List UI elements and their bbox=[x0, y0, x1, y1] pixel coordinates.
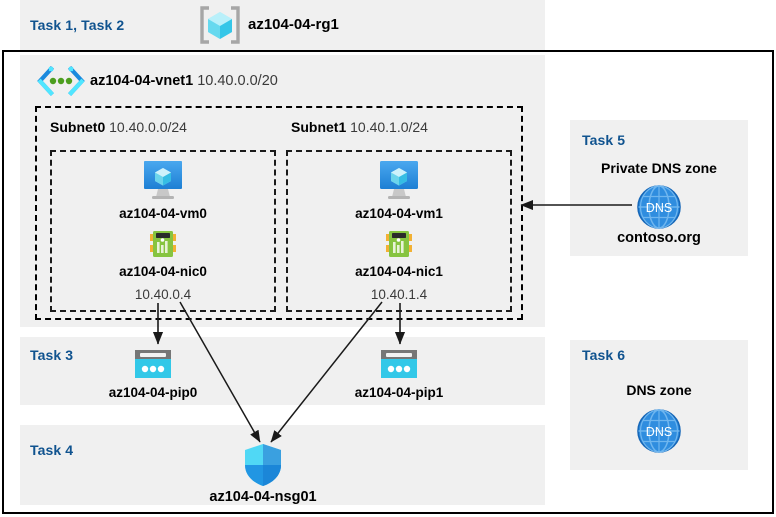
subnet1-name: Subnet1 bbox=[291, 119, 347, 135]
subnet0-box bbox=[50, 150, 276, 312]
subnet1-header: Subnet1 10.40.1.0/24 bbox=[291, 119, 428, 135]
task-label-1-2: Task 1, Task 2 bbox=[30, 17, 125, 33]
network-interface-icon bbox=[146, 228, 180, 260]
vnet-address-space: 10.40.0.0/20 bbox=[197, 73, 278, 89]
svg-text:DNS: DNS bbox=[646, 425, 672, 439]
resource-group-header-panel bbox=[20, 0, 545, 50]
dns-zone-icon: DNS bbox=[636, 408, 682, 454]
subnet1-box bbox=[286, 150, 512, 312]
pip1-name: az104-04-pip1 bbox=[354, 385, 444, 400]
vm0-name: az104-04-vm0 bbox=[119, 206, 207, 221]
subnet1-cidr: 10.40.1.0/24 bbox=[350, 119, 428, 135]
private-dns-zone-title: Private DNS zone bbox=[601, 160, 717, 176]
network-interface-icon bbox=[382, 228, 416, 260]
nic1-name: az104-04-nic1 bbox=[355, 264, 443, 279]
network-security-group-icon bbox=[243, 443, 283, 487]
subnet0-cidr: 10.40.0.0/24 bbox=[109, 119, 187, 135]
virtual-machine-icon bbox=[138, 159, 188, 201]
resource-group-name: az104-04-rg1 bbox=[248, 16, 339, 33]
task-label-3: Task 3 bbox=[30, 347, 74, 363]
virtual-network-icon bbox=[36, 66, 86, 96]
public-ip-address-icon bbox=[133, 348, 173, 380]
task-label-5: Task 5 bbox=[582, 132, 626, 148]
nic0-name: az104-04-nic0 bbox=[119, 264, 207, 279]
vnet-name: az104-04-vnet1 bbox=[90, 73, 194, 89]
subnet0-name: Subnet0 bbox=[50, 119, 106, 135]
subnet0-header: Subnet0 10.40.0.0/24 bbox=[50, 119, 187, 135]
public-dns-zone-title: DNS zone bbox=[626, 382, 692, 398]
task-label-4: Task 4 bbox=[30, 442, 74, 458]
vnet-header: az104-04-vnet1 10.40.0.0/20 bbox=[90, 73, 278, 89]
dns-zone-icon: DNS bbox=[636, 184, 682, 230]
nsg-name: az104-04-nsg01 bbox=[209, 489, 317, 505]
svg-text:DNS: DNS bbox=[646, 201, 672, 215]
public-ip-address-icon bbox=[379, 348, 419, 380]
resource-group-icon bbox=[198, 5, 242, 45]
task-label-6: Task 6 bbox=[582, 347, 626, 363]
nic1-ip: 10.40.1.4 bbox=[370, 287, 428, 302]
nic0-ip: 10.40.0.4 bbox=[134, 287, 192, 302]
virtual-machine-icon bbox=[374, 159, 424, 201]
vm1-name: az104-04-vm1 bbox=[355, 206, 443, 221]
resource-group-boundary bbox=[2, 50, 774, 514]
private-dns-zone-name: contoso.org bbox=[617, 230, 701, 246]
pip0-name: az104-04-pip0 bbox=[108, 385, 198, 400]
vnet-panel bbox=[20, 55, 545, 327]
